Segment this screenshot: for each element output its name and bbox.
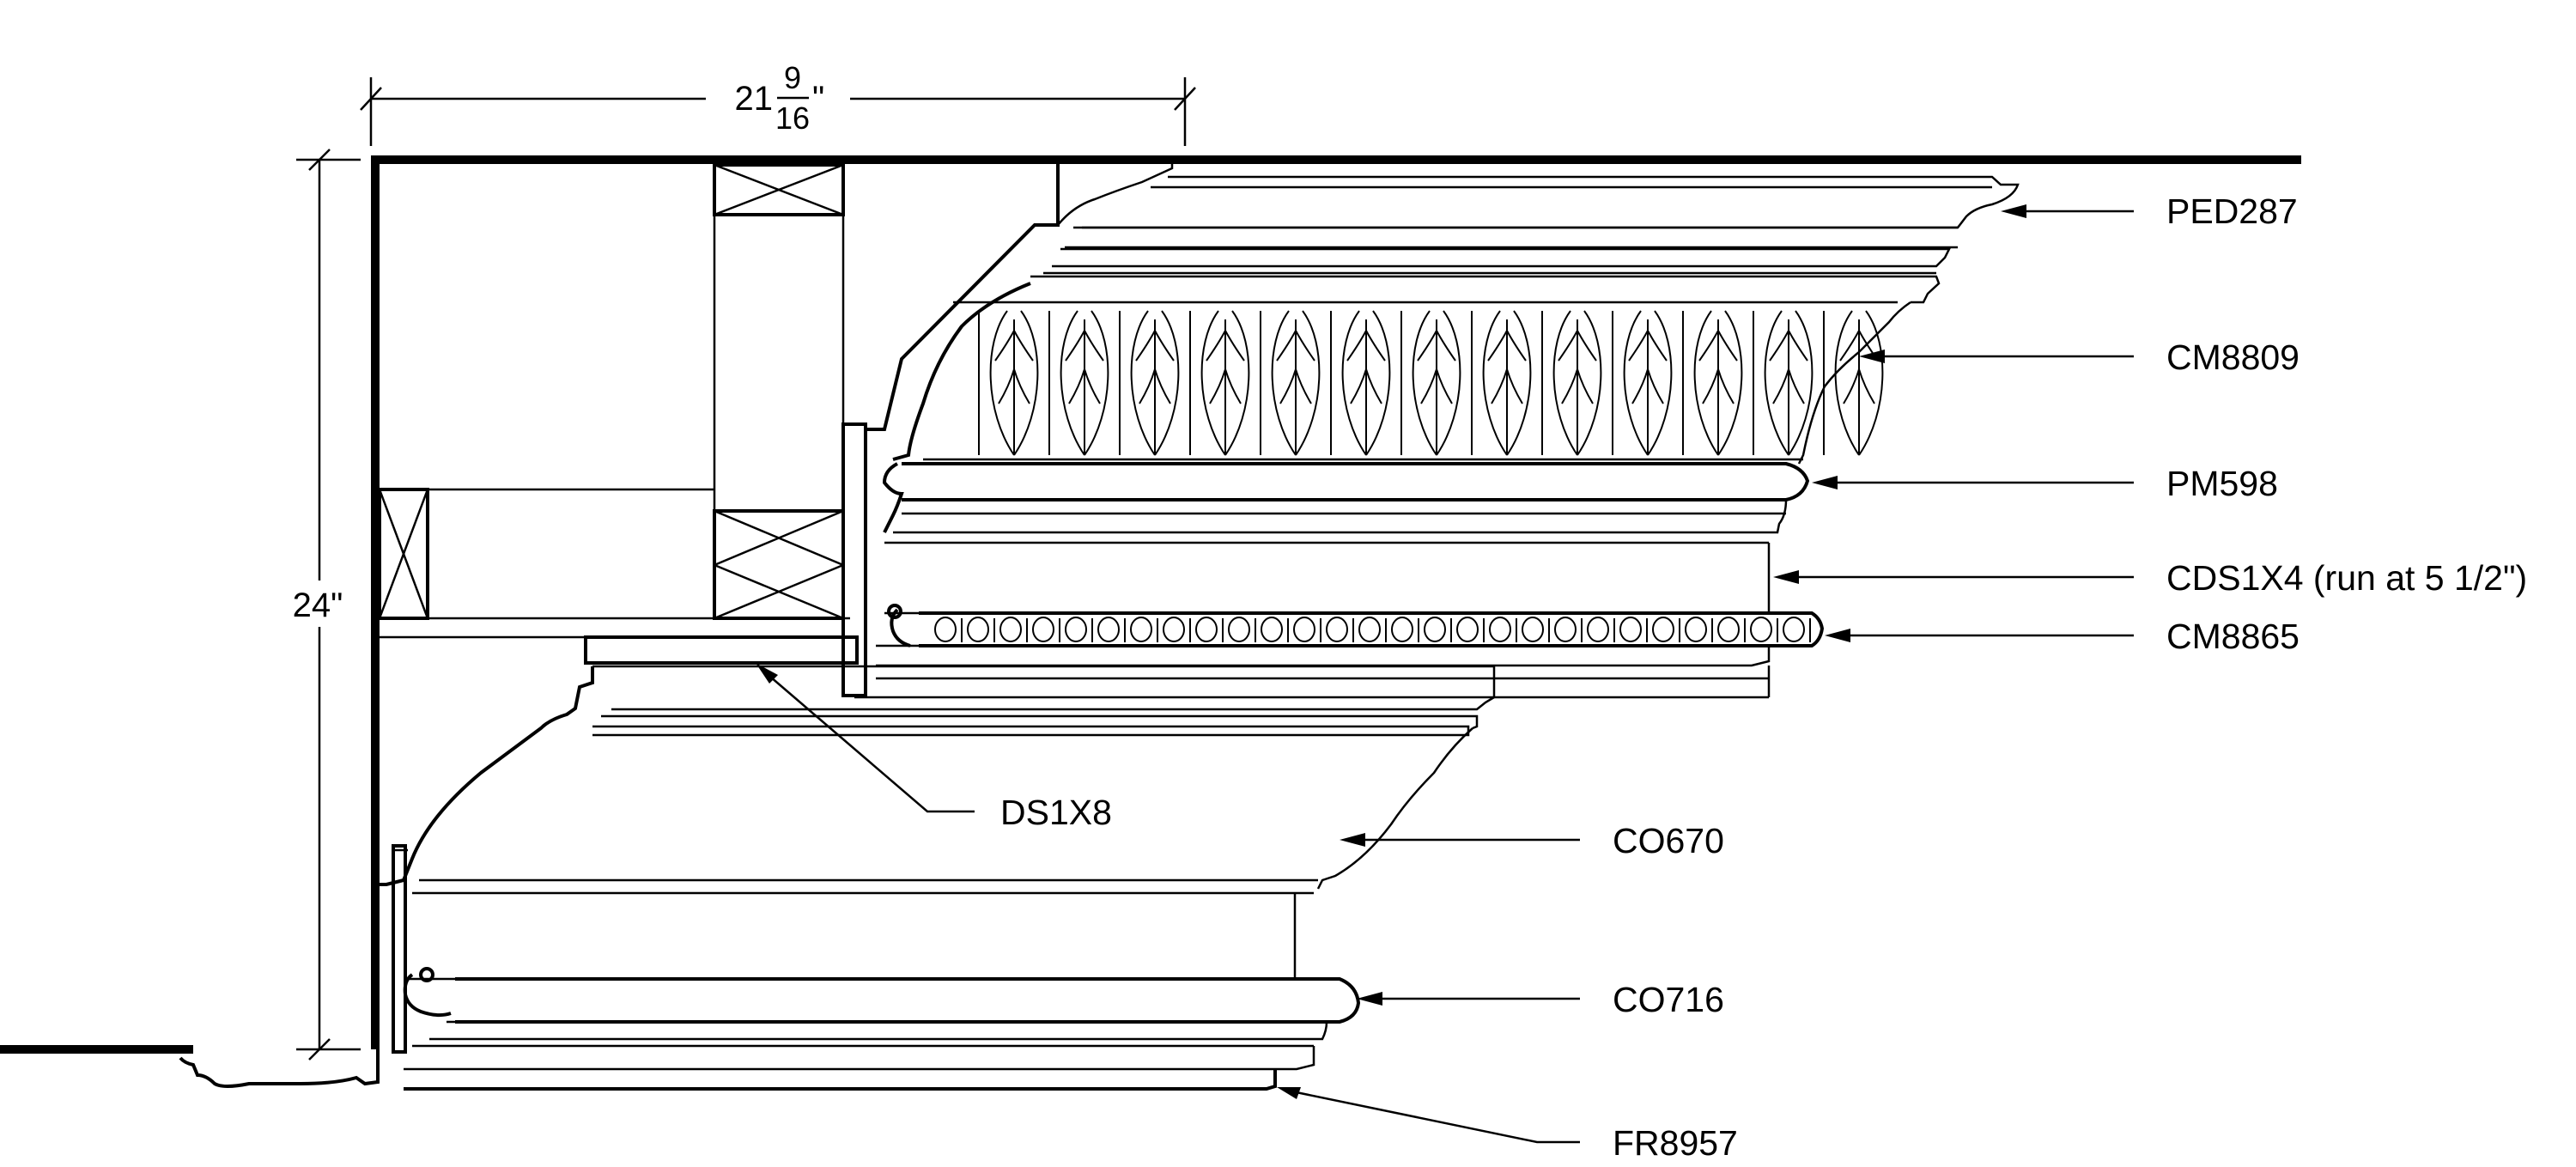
width-dimension: 21 9 16 " (360, 60, 1196, 146)
callouts: PED287 CM8809 PM598 CDS1X4 (run at 5 1/2… (756, 191, 2527, 1163)
callout-ped287: PED287 (2166, 191, 2298, 231)
callout-ds1x8: DS1X8 (1000, 793, 1112, 832)
lower-crown-assembly (179, 665, 1496, 1091)
width-dimension-unit: " (812, 80, 824, 118)
callout-co716: CO716 (1613, 980, 1724, 1019)
upper-crown-assembly (854, 160, 2020, 699)
width-dimension-whole: 21 (735, 80, 774, 118)
framing-blocking (378, 163, 850, 639)
callout-fr8957: FR8957 (1613, 1123, 1738, 1163)
width-dimension-numerator: 9 (784, 60, 801, 95)
height-dimension-label: 24" (293, 587, 343, 624)
callout-cds1x4: CDS1X4 (run at 5 1/2") (2166, 558, 2527, 598)
ds1x8-board (584, 422, 867, 697)
callout-pm598: PM598 (2166, 464, 2278, 503)
cm8865-egg-and-dart-ornament (934, 617, 1811, 642)
callout-co670: CO670 (1613, 821, 1724, 860)
callout-cm8865: CM8865 (2166, 617, 2300, 656)
width-dimension-denominator: 16 (775, 100, 810, 136)
callout-cm8809: CM8809 (2166, 337, 2300, 377)
cm8809-acanthus-ornament (978, 310, 1884, 456)
ceiling-and-wall (0, 155, 2301, 1054)
height-dimension: 24" (283, 149, 361, 1061)
